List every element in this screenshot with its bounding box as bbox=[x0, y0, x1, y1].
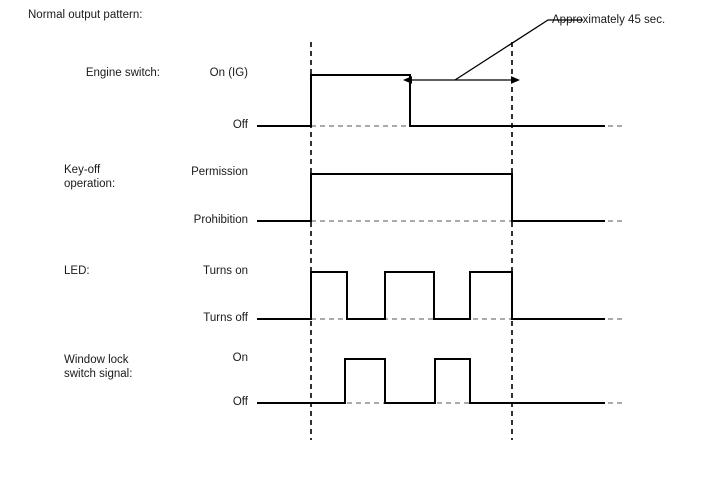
signal-label-key-off-operation-line1: Key-off bbox=[64, 164, 101, 176]
level-label-window-lock-high: On bbox=[232, 352, 248, 364]
leader-line bbox=[454, 19, 583, 81]
level-label-engine-switch-low: Off bbox=[232, 119, 248, 131]
level-label-key-off-high: Permission bbox=[191, 166, 248, 178]
annotation-approx-45-sec: Approximately 45 sec. bbox=[552, 14, 666, 26]
level-label-engine-switch-high: On (IG) bbox=[209, 67, 248, 79]
signal-label-key-off-operation-line2: operation: bbox=[64, 178, 116, 190]
trace-led bbox=[257, 271, 605, 320]
measure-approx-45-sec bbox=[402, 19, 583, 84]
signal-label-led: LED: bbox=[64, 265, 90, 277]
level-label-led-high: Turns on bbox=[203, 265, 248, 277]
level-label-key-off-low: Prohibition bbox=[193, 214, 248, 226]
waveform-window-lock-switch bbox=[257, 358, 625, 404]
trace-window-lock-switch bbox=[257, 358, 605, 404]
signal-label-window-lock-line2: switch signal: bbox=[64, 368, 133, 380]
figure-caption: Normal output pattern: bbox=[28, 9, 143, 21]
waveform-key-off-operation bbox=[257, 173, 625, 222]
signal-label-engine-switch: Engine switch: bbox=[85, 67, 160, 79]
trace-key-off-operation bbox=[257, 173, 605, 222]
trace-engine-switch bbox=[257, 74, 605, 127]
waveform-engine-switch bbox=[257, 74, 625, 127]
level-label-led-low: Turns off bbox=[203, 312, 248, 324]
level-label-window-lock-low: Off bbox=[232, 396, 248, 408]
waveform-led bbox=[257, 271, 625, 320]
signal-label-window-lock-line1: Window lock bbox=[64, 354, 129, 366]
